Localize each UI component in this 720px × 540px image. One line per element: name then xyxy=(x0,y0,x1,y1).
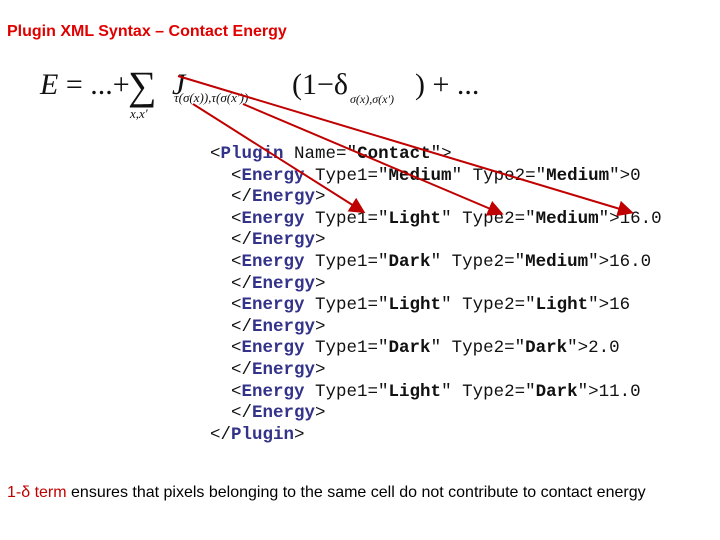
energy-entry: <Energy Type1="Dark" Type2="Dark">2.0 </… xyxy=(210,338,620,380)
energy-entry: <Energy Type1="Light" Type2="Dark">11.0 … xyxy=(210,381,641,424)
energy-entry: <Energy Type1="Light" Type2="Medium">16.… xyxy=(210,208,662,251)
eq-sum: ∑ xyxy=(128,63,157,108)
footnote: 1-δ term ensures that pixels belonging t… xyxy=(7,484,646,501)
plugin-open-line: <Plugin Name="Contact"> xyxy=(210,144,452,164)
eq-term: (1−δ xyxy=(292,68,349,101)
eq-rest: ) + ... xyxy=(415,68,480,101)
eq-sum-sub: x,x' xyxy=(130,106,148,121)
arrow-type1 xyxy=(192,103,366,214)
arrow-type2 xyxy=(242,103,504,216)
xml-code-block: <Plugin Name="Contact"> <Energy Type1="M… xyxy=(210,144,662,445)
eq-delta-sub: σ(x),σ(x') xyxy=(350,92,395,106)
arrow-value xyxy=(177,75,634,217)
eq-lhs: E = ...+ xyxy=(40,68,130,101)
eq-J-sub: τ(σ(x)),τ(σ(x')) xyxy=(174,90,249,105)
energy-entry: <Energy Type1="Dark" Type2="Medium">16.0… xyxy=(210,251,652,294)
slide-title: Plugin XML Syntax – Contact Energy xyxy=(7,23,287,40)
energy-equation: E = ...+ ∑ x,x' J τ(σ(x)),τ(σ(x')) (1−δ … xyxy=(40,62,490,124)
energy-entry: <Energy Type1="Light" Type2="Light">16 <… xyxy=(210,295,631,337)
